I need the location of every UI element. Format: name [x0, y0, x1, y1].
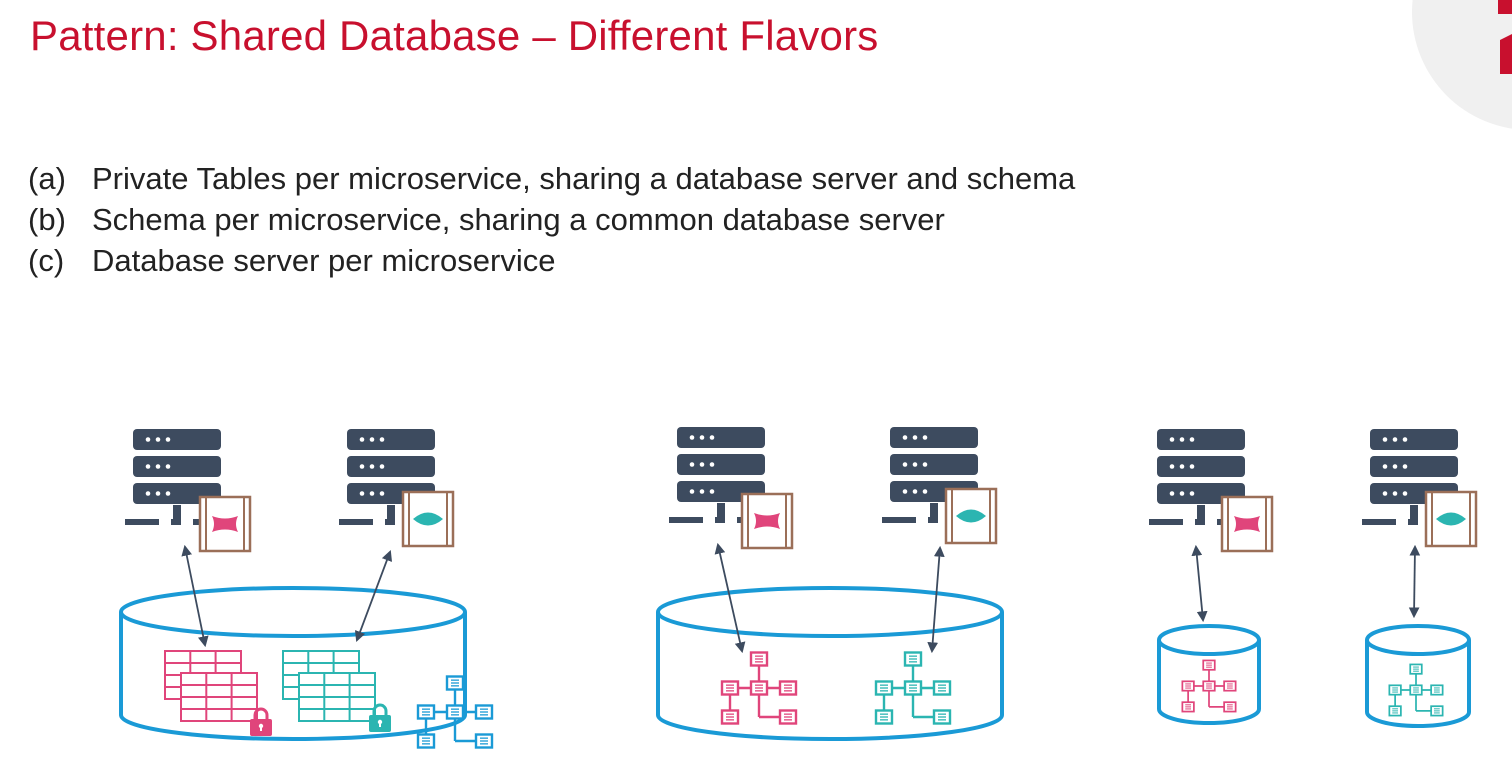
service-package-b1: [740, 492, 794, 550]
arrow-b1: [714, 542, 746, 654]
arrow-a1: [181, 544, 209, 648]
server-b1: [669, 427, 765, 523]
schema-icon-b1: [720, 651, 798, 725]
table-stack-a2-front: [298, 672, 376, 722]
schema-icon-c1: [1181, 659, 1237, 713]
service-package-c1-icon: [1234, 516, 1260, 532]
option-b-marker: (b): [28, 202, 66, 237]
database-c2: [1365, 624, 1471, 728]
table-stack-a1-front: [180, 672, 258, 722]
lock-icon-a1: [250, 707, 272, 736]
corner-logo: [1412, 0, 1512, 129]
arrow-b2: [927, 545, 945, 654]
service-package-a1-icon: [212, 516, 238, 532]
option-c-text: Database server per microservice: [92, 243, 556, 278]
lock-icon-a2: [369, 703, 391, 732]
page-title: Pattern: Shared Database – Different Fla…: [30, 12, 879, 59]
arrow-c2: [1408, 544, 1421, 619]
service-package-b1-icon: [754, 513, 780, 529]
table-stack-a2: [282, 650, 376, 722]
server-b2: [882, 427, 978, 523]
schema-icon-b2: [874, 651, 952, 725]
options-list: (a) Private Tables per microservice, shar…: [28, 158, 1075, 281]
arrow-a2: [354, 549, 393, 643]
service-package-b2-icon: [956, 509, 986, 523]
service-package-a1: [198, 495, 252, 553]
service-package-b2: [944, 487, 998, 545]
service-package-c2: [1424, 490, 1478, 548]
service-package-a2-icon: [413, 512, 443, 526]
table-stack-a1: [164, 650, 258, 722]
option-a: (a) Private Tables per microservice, shar…: [28, 158, 1075, 199]
schema-icon-a-shared: [416, 675, 494, 749]
option-c-marker: (c): [28, 243, 65, 278]
option-a-text: Private Tables per microservice, sharing…: [92, 161, 1076, 196]
service-package-c1: [1220, 495, 1274, 553]
option-b: (b) Schema per microservice, sharing a co…: [28, 199, 1075, 240]
arrow-c1: [1191, 544, 1208, 623]
option-a-marker: (a): [28, 161, 66, 196]
server-c2: [1362, 429, 1458, 525]
service-package-a2: [401, 490, 455, 548]
service-package-c2-icon: [1436, 512, 1466, 526]
option-c: (c) Database server per microservice: [28, 240, 1075, 281]
schema-icon-c2: [1388, 663, 1444, 717]
option-b-text: Schema per microservice, sharing a commo…: [92, 202, 945, 237]
